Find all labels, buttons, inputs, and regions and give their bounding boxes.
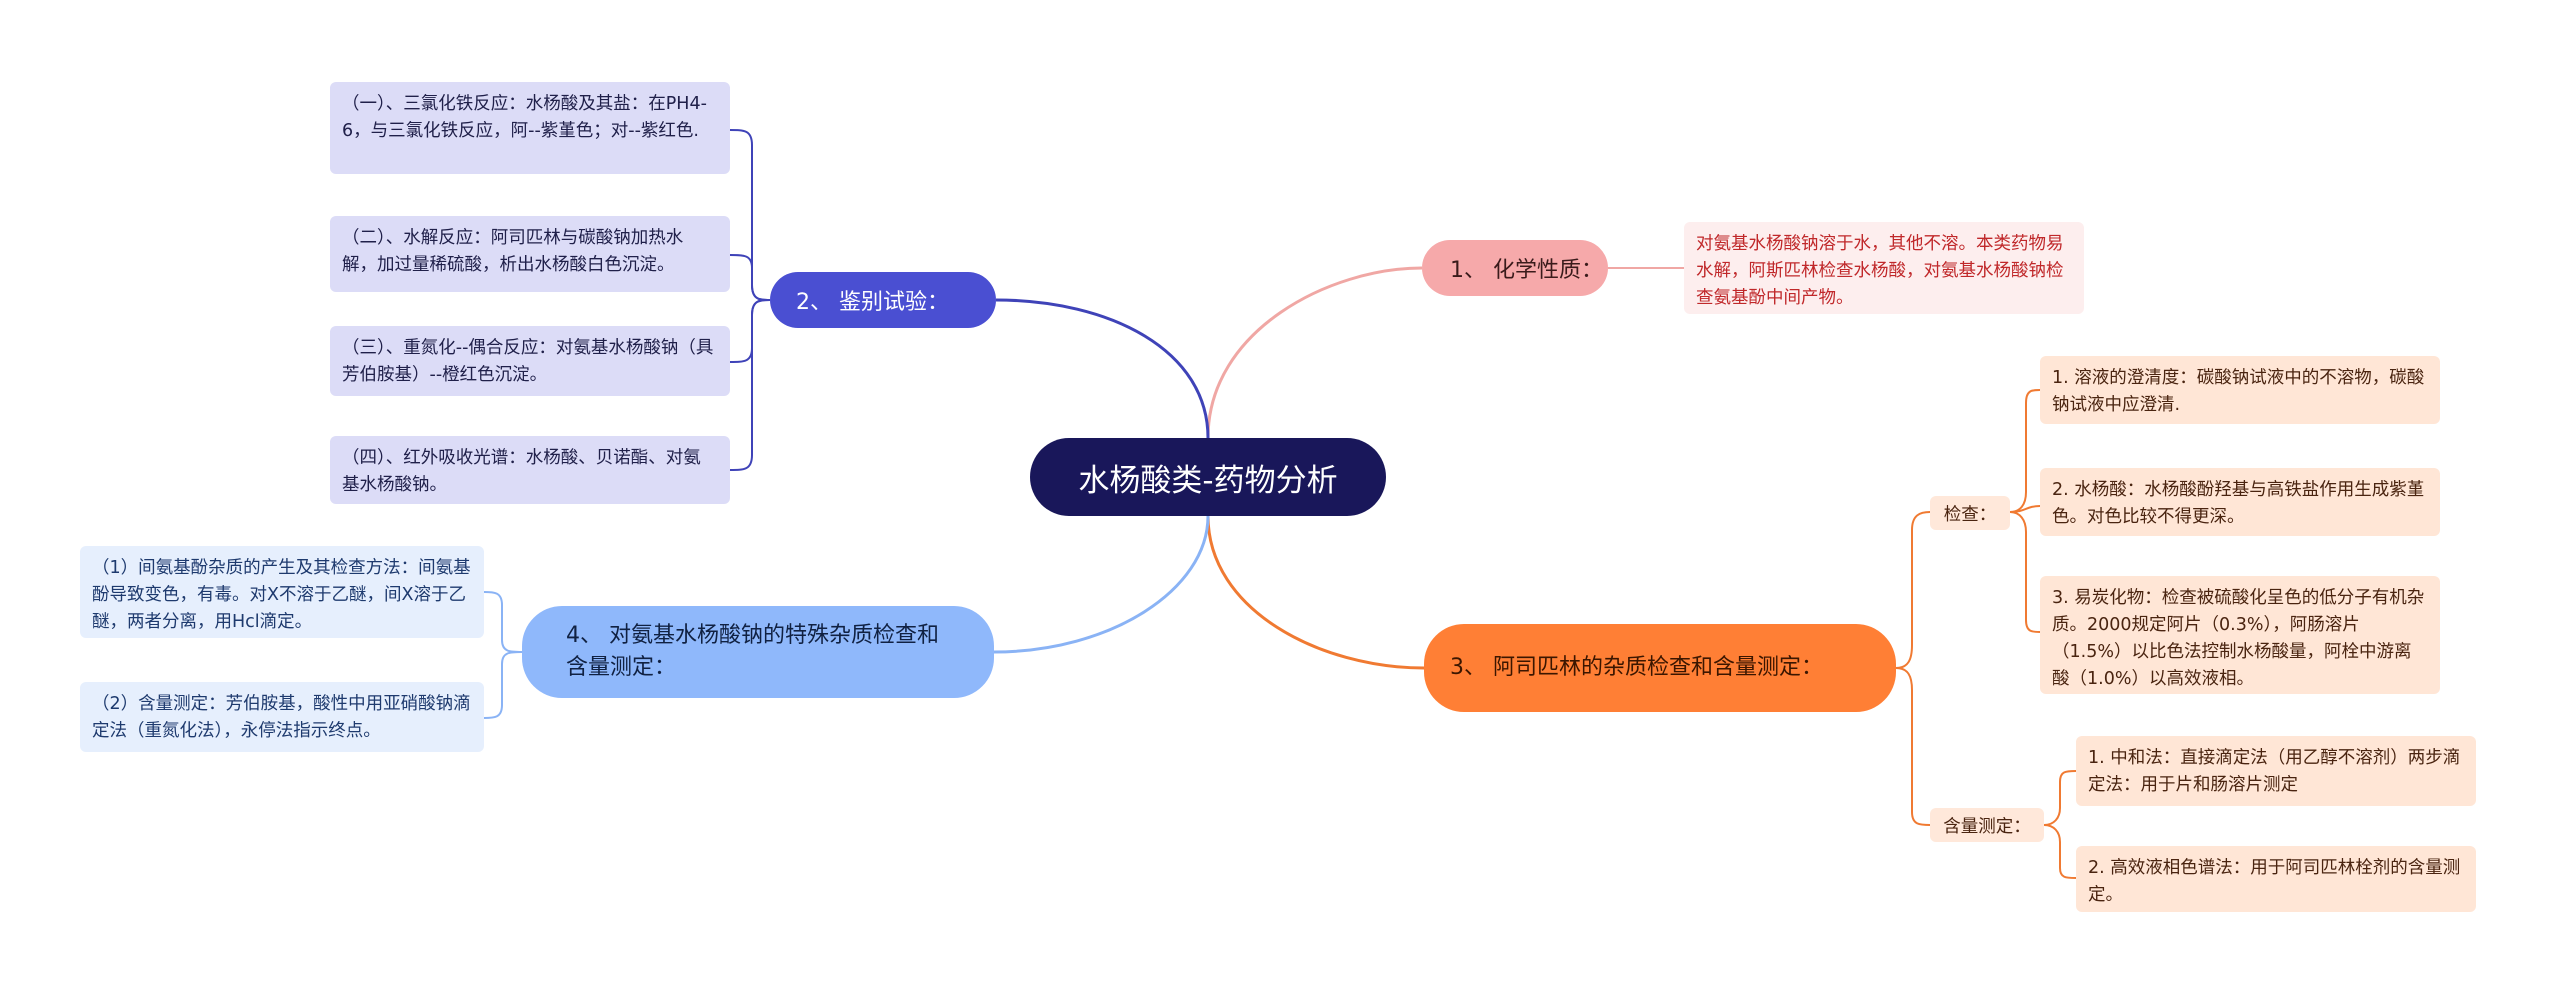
branch-pas-sodium-impurity[interactable]: 4、 对氨基水杨酸钠的特殊杂质检查和含量测定： (522, 606, 994, 698)
link-root-branch2 (995, 298, 1210, 439)
link-branch2-item1 (729, 129, 771, 301)
assay-item-2-text: 2. 高效液相色谱法：用于阿司匹林栓剂的含量测定。 (2088, 858, 2461, 906)
branch-chemical-properties[interactable]: 1、 化学性质： (1422, 240, 1608, 296)
branch3-check-label[interactable]: 检查： (1930, 496, 2010, 530)
branch3-assay-label[interactable]: 含量测定： (1930, 808, 2044, 842)
branch2-title: 2、 鉴别试验： (796, 290, 949, 315)
branch2-item-4-text: （四）、红外吸收光谱：水杨酸、贝诺酯、对氨基水杨酸钠。 (342, 448, 701, 496)
link-branch2-item2 (729, 254, 771, 301)
branch2-item-1-text: （一）、三氯化铁反应：水杨酸及其盐：在PH4-6，与三氯化铁反应，阿--紫堇色；… (342, 94, 707, 142)
branch4-item-1[interactable]: （1）间氨基酚杂质的产生及其检查方法：间氨基酚导致变色，有毒。对X不溶于乙醚，间… (80, 546, 484, 638)
root-topic[interactable]: 水杨酸类-药物分析 (1030, 438, 1386, 516)
link-branch3-check (1895, 511, 1931, 669)
link-root-branch1 (1206, 266, 1423, 439)
branch2-item-3-text: （三）、重氮化--偶合反应：对氨基水杨酸钠（具芳伯胺基）--橙红色沉淀。 (342, 338, 714, 386)
branch1-detail[interactable]: 对氨基水杨酸钠溶于水，其他不溶。本类药物易水解，阿斯匹林检查水杨酸，对氨基水杨酸… (1684, 222, 2084, 314)
link-branch2-item4 (729, 299, 771, 471)
link-root-branch4 (993, 515, 1210, 654)
branch2-item-2[interactable]: （二）、水解反应：阿司匹林与碳酸钠加热水解，加过量稀硫酸，析出水杨酸白色沉淀。 (330, 216, 730, 292)
link-branch2-item3 (729, 299, 771, 363)
link-branch4-item2 (483, 651, 523, 719)
branch-identification-tests[interactable]: 2、 鉴别试验： (770, 272, 996, 328)
link-root-branch3 (1206, 515, 1425, 670)
check-item-1[interactable]: 1. 溶液的澄清度：碳酸钠试液中的不溶物，碳酸钠试液中应澄清. (2040, 356, 2440, 424)
branch2-item-2-text: （二）、水解反应：阿司匹林与碳酸钠加热水解，加过量稀硫酸，析出水杨酸白色沉淀。 (342, 228, 684, 276)
branch4-title: 4、 对氨基水杨酸钠的特殊杂质检查和含量测定： (566, 623, 939, 680)
check-item-1-text: 1. 溶液的澄清度：碳酸钠试液中的不溶物，碳酸钠试液中应澄清. (2052, 368, 2425, 416)
check-item-3-text: 3. 易炭化物：检查被硫酸化呈色的低分子有机杂质。2000规定阿片（0.3%），… (2052, 588, 2425, 690)
branch4-item-1-text: （1）间氨基酚杂质的产生及其检查方法：间氨基酚导致变色，有毒。对X不溶于乙醚，间… (92, 558, 471, 633)
branch1-detail-text: 对氨基水杨酸钠溶于水，其他不溶。本类药物易水解，阿斯匹林检查水杨酸，对氨基水杨酸… (1696, 234, 2064, 309)
assay-item-2[interactable]: 2. 高效液相色谱法：用于阿司匹林栓剂的含量测定。 (2076, 846, 2476, 912)
link-check-item3 (2009, 511, 2041, 633)
branch1-title: 1、 化学性质： (1450, 258, 1603, 283)
branch3-assay-label-text: 含量测定： (1943, 816, 2031, 837)
link-branch3-assay (1895, 667, 1931, 826)
link-assay-item2 (2043, 824, 2077, 879)
branch4-item-2[interactable]: （2）含量测定：芳伯胺基，酸性中用亚硝酸钠滴定法（重氮化法），永停法指示终点。 (80, 682, 484, 752)
branch-aspirin-impurity-assay[interactable]: 3、 阿司匹林的杂质检查和含量测定： (1424, 624, 1896, 712)
branch2-item-3[interactable]: （三）、重氮化--偶合反应：对氨基水杨酸钠（具芳伯胺基）--橙红色沉淀。 (330, 326, 730, 396)
branch3-check-label-text: 检查： (1943, 504, 1997, 525)
check-item-2-text: 2. 水杨酸：水杨酸酚羟基与高铁盐作用生成紫堇色。对色比较不得更深。 (2052, 480, 2425, 528)
link-check-item2 (2009, 505, 2041, 513)
branch2-item-1[interactable]: （一）、三氯化铁反应：水杨酸及其盐：在PH4-6，与三氯化铁反应，阿--紫堇色；… (330, 82, 730, 174)
assay-item-1[interactable]: 1. 中和法：直接滴定法（用乙醇不溶剂）两步滴定法：用于片和肠溶片测定 (2076, 736, 2476, 806)
branch3-title: 3、 阿司匹林的杂质检查和含量测定： (1450, 655, 1823, 681)
check-item-2[interactable]: 2. 水杨酸：水杨酸酚羟基与高铁盐作用生成紫堇色。对色比较不得更深。 (2040, 468, 2440, 536)
root-title: 水杨酸类-药物分析 (1078, 462, 1338, 499)
check-item-3[interactable]: 3. 易炭化物：检查被硫酸化呈色的低分子有机杂质。2000规定阿片（0.3%），… (2040, 576, 2440, 694)
link-check-item1 (2009, 389, 2041, 513)
link-assay-item1 (2043, 770, 2077, 826)
assay-item-1-text: 1. 中和法：直接滴定法（用乙醇不溶剂）两步滴定法：用于片和肠溶片测定 (2088, 748, 2461, 796)
branch4-item-2-text: （2）含量测定：芳伯胺基，酸性中用亚硝酸钠滴定法（重氮化法），永停法指示终点。 (92, 694, 471, 742)
link-branch4-item1 (483, 591, 523, 653)
branch2-item-4[interactable]: （四）、红外吸收光谱：水杨酸、贝诺酯、对氨基水杨酸钠。 (330, 436, 730, 504)
